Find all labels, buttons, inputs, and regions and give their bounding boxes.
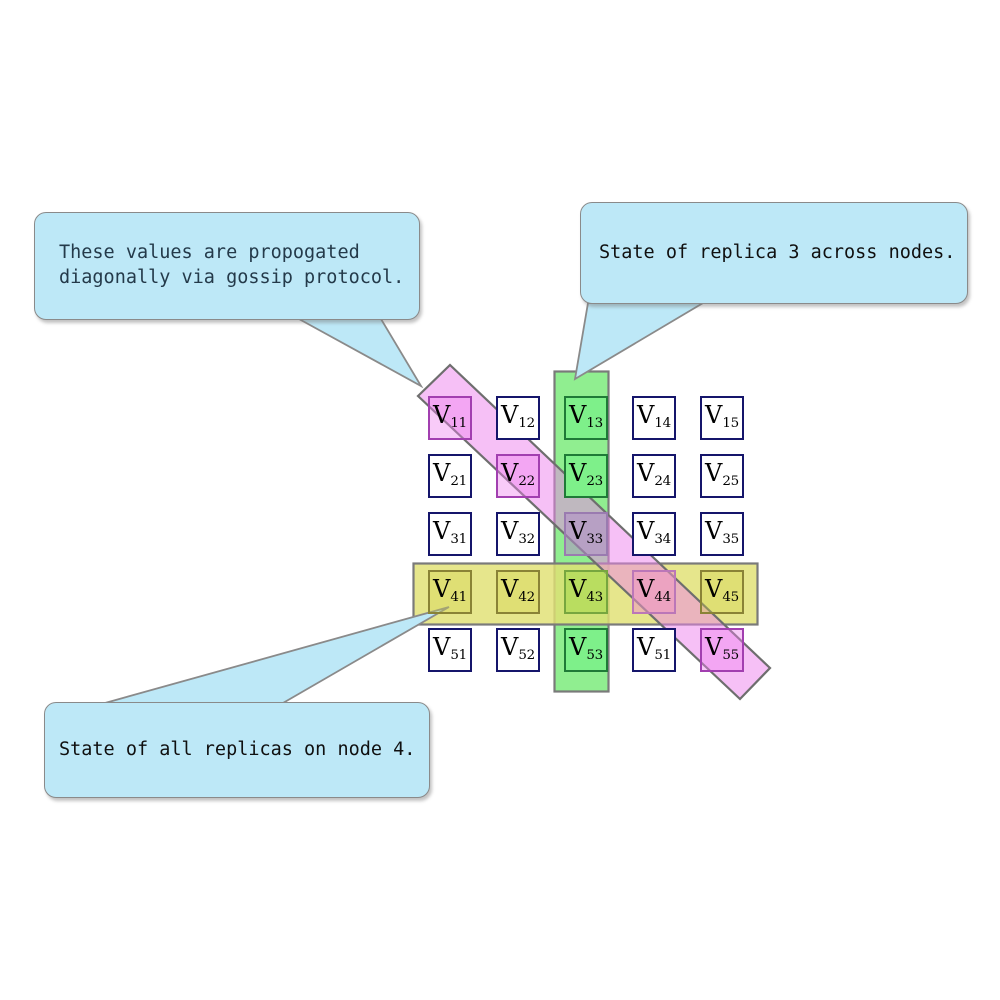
grid-cell-v33[interactable]: V33	[564, 512, 608, 556]
grid-cell-label: V45	[704, 575, 740, 606]
grid-cell-v45[interactable]: V45	[700, 570, 744, 614]
grid-cell-label: V11	[432, 401, 468, 432]
grid-cell-label: V22	[500, 459, 536, 490]
grid-cell-label: V12	[500, 401, 536, 432]
grid-cell-v21[interactable]: V21	[428, 454, 472, 498]
grid-cell-v11[interactable]: V11	[428, 396, 472, 440]
grid-cell-label: V35	[704, 517, 740, 548]
grid-cell-label: V51	[636, 633, 672, 664]
grid-cell-label: V23	[568, 459, 604, 490]
grid-cell-v52[interactable]: V52	[496, 628, 540, 672]
grid-cell-v14[interactable]: V14	[632, 396, 676, 440]
grid-cell-v23[interactable]: V23	[564, 454, 608, 498]
grid-cell-v25[interactable]: V25	[700, 454, 744, 498]
grid-cell-v51[interactable]: V51	[428, 628, 472, 672]
grid-cell-label: V14	[636, 401, 672, 432]
grid-cell-v22[interactable]: V22	[496, 454, 540, 498]
grid-cell-v43[interactable]: V43	[564, 570, 608, 614]
grid-cell-label: V34	[636, 517, 672, 548]
grid-cell-v12[interactable]: V12	[496, 396, 540, 440]
grid-cell-v31[interactable]: V31	[428, 512, 472, 556]
callout-replica3-text: State of replica 3 across nodes.	[599, 241, 956, 263]
grid-cell-label: V13	[568, 401, 604, 432]
grid-cell-v42[interactable]: V42	[496, 570, 540, 614]
callout-gossip-text: These values are propogated diagonally v…	[59, 242, 405, 288]
grid-cell-v44[interactable]: V44	[632, 570, 676, 614]
grid-cell-label: V15	[704, 401, 740, 432]
callout-gossip[interactable]: These values are propogated diagonally v…	[34, 212, 420, 320]
grid-cell-label: V44	[636, 575, 672, 606]
grid-cell-v15[interactable]: V15	[700, 396, 744, 440]
grid-cell-label: V51	[432, 633, 468, 664]
grid-cell-label: V25	[704, 459, 740, 490]
callout-replica3[interactable]: State of replica 3 across nodes.	[580, 202, 968, 304]
grid-cell-label: V53	[568, 633, 604, 664]
grid-cell-v24[interactable]: V24	[632, 454, 676, 498]
grid-cell-label: V24	[636, 459, 672, 490]
grid-cell-v41[interactable]: V41	[428, 570, 472, 614]
callout-node4[interactable]: State of all replicas on node 4.	[44, 702, 430, 798]
grid-cell-label: V41	[432, 575, 468, 606]
grid-cell-label: V42	[500, 575, 536, 606]
grid-cell-label: V55	[704, 633, 740, 664]
callout-node4-text: State of all replicas on node 4.	[59, 738, 416, 760]
grid-cell-label: V33	[568, 517, 604, 548]
grid-cell-v53[interactable]: V53	[564, 628, 608, 672]
grid-cell-v32[interactable]: V32	[496, 512, 540, 556]
grid-cell-v34[interactable]: V34	[632, 512, 676, 556]
grid-cell-v55[interactable]: V55	[700, 628, 744, 672]
grid-cell-label: V31	[432, 517, 468, 548]
grid-cell-v35[interactable]: V35	[700, 512, 744, 556]
grid-cell-label: V43	[568, 575, 604, 606]
grid-cell-label: V32	[500, 517, 536, 548]
grid-cell-v51[interactable]: V51	[632, 628, 676, 672]
grid-cell-label: V52	[500, 633, 536, 664]
grid-cell-v13[interactable]: V13	[564, 396, 608, 440]
grid-cell-label: V21	[432, 459, 468, 490]
